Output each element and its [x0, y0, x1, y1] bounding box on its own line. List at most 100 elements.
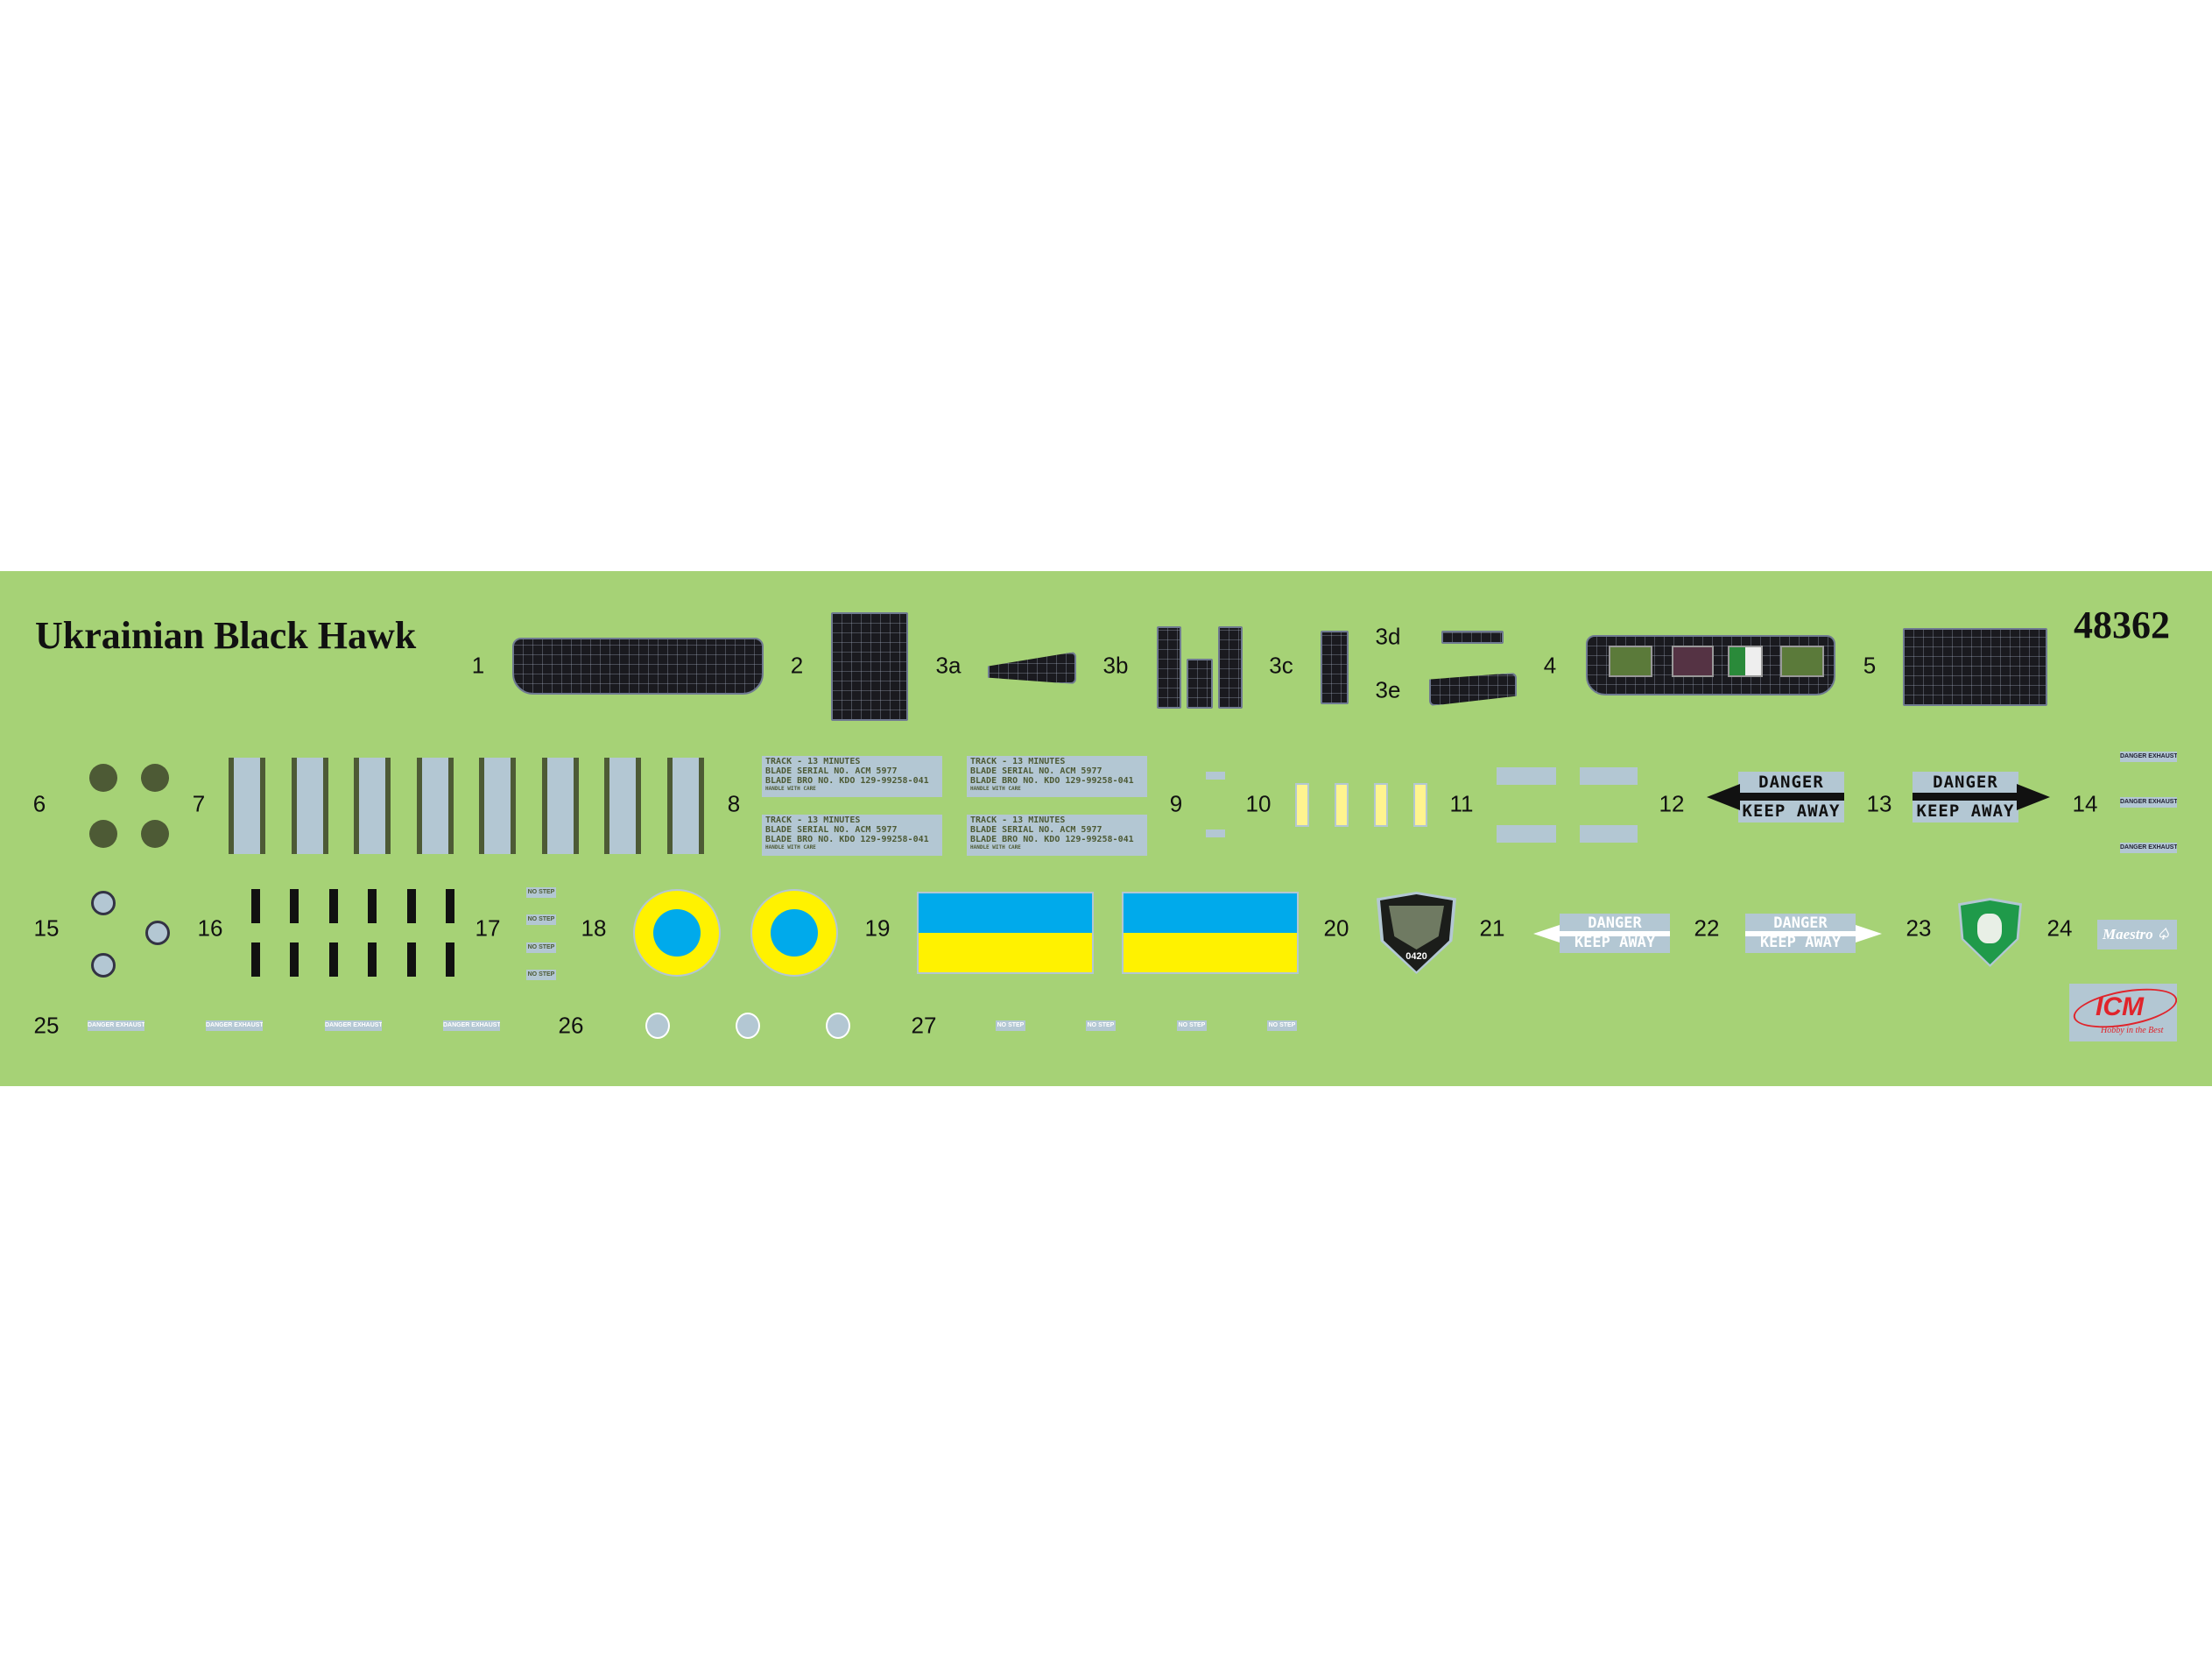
stencil-line: HANDLE WITH CARE [970, 786, 1021, 792]
decal-label-3c: 3c [1269, 652, 1293, 679]
olive-dot-decal [141, 820, 169, 848]
stencil-line: BLADE BRO NO. KDO 129-99258-041 [970, 776, 1134, 786]
keep-away-text: KEEP AWAY [1574, 934, 1656, 951]
arrow-shaft [1745, 931, 1857, 936]
stencil-line: TRACK - 13 MINUTES [765, 815, 861, 825]
yellow-stripe-decal [1413, 783, 1427, 827]
arrow-left-icon [1707, 784, 1740, 810]
walkway-strip-decal [292, 758, 328, 854]
black-bar-decal [329, 942, 338, 977]
danger-keep-away-white-left-decal: DANGER KEEP AWAY [1533, 910, 1670, 957]
sheet-title: Ukrainian Black Hawk [35, 614, 417, 657]
mfd-screen [1609, 646, 1652, 677]
mfd-screen [1728, 646, 1763, 677]
olive-dot-decal [89, 764, 117, 792]
yellow-stripe-decal [1295, 783, 1309, 827]
data-plate-decal [1580, 825, 1638, 843]
stencil-line: HANDLE WITH CARE [765, 786, 816, 792]
black-bar-decal [368, 889, 377, 923]
black-bar-decal [251, 942, 260, 977]
decal-label-1: 1 [471, 652, 485, 679]
no-step-decal: NO STEP [1177, 1020, 1207, 1031]
stencil-line: TRACK - 13 MINUTES [970, 815, 1066, 825]
ukraine-roundel-decal [750, 889, 838, 977]
small-stencil-decal [1206, 830, 1225, 837]
walkway-strip-decal [667, 758, 704, 854]
keep-away-text: KEEP AWAY [1759, 934, 1842, 951]
danger-exhaust-decal: DANGER EXHAUST [206, 1020, 263, 1031]
black-bar-decal [368, 942, 377, 977]
danger-exhaust-decal: DANGER EXHAUST [2120, 797, 2177, 808]
stencil-line: BLADE SERIAL NO. ACM 5977 [765, 766, 898, 776]
decal-label-3e: 3e [1375, 676, 1401, 703]
decal-label-26: 26 [558, 1012, 584, 1039]
danger-exhaust-decal: DANGER EXHAUST [88, 1020, 144, 1031]
decal-label-11: 11 [1449, 790, 1474, 817]
no-step-decal: NO STEP [526, 970, 556, 980]
kit-number: 48362 [2074, 604, 2170, 646]
mfd-screen [1780, 646, 1824, 677]
stencil-line: BLADE BRO NO. KDO 129-99258-041 [970, 835, 1134, 844]
data-plate-decal [1497, 825, 1556, 843]
arrow-shaft [1738, 793, 1844, 801]
no-step-decal: NO STEP [1267, 1020, 1297, 1031]
icm-tagline: Hobby in the Best [2101, 1026, 2164, 1035]
data-plate-decal [1497, 767, 1556, 785]
walkway-strip-decal [229, 758, 265, 854]
decal-label-4: 4 [1543, 652, 1557, 679]
walkway-strip-decal [604, 758, 641, 854]
black-bar-decal [251, 889, 260, 923]
walkway-strip-decal [417, 758, 454, 854]
decal-label-6: 6 [32, 790, 46, 817]
stencil-line: TRACK - 13 MINUTES [765, 757, 861, 766]
danger-text: DANGER [1758, 773, 1824, 792]
stencil-line: HANDLE WITH CARE [765, 844, 816, 851]
no-step-decal: NO STEP [526, 887, 556, 898]
flag-yellow [919, 933, 1092, 972]
no-step-decal: NO STEP [1086, 1020, 1116, 1031]
decal-label-5: 5 [1863, 652, 1877, 679]
danger-exhaust-decal: DANGER EXHAUST [2120, 843, 2177, 853]
data-plate-decal [1580, 767, 1638, 785]
no-step-decal: NO STEP [526, 914, 556, 925]
stencil-line: TRACK - 13 MINUTES [970, 757, 1066, 766]
panel-3a-decal [988, 652, 1076, 684]
ukraine-flag-decal [1122, 892, 1299, 974]
roundel-center [771, 909, 818, 957]
decal-label-25: 25 [33, 1012, 60, 1039]
decal-label-23: 23 [1906, 914, 1932, 942]
decal-label-16: 16 [197, 914, 223, 942]
keep-away-text: KEEP AWAY [1916, 801, 2015, 821]
maestro-text: Maestro [2103, 926, 2153, 942]
decal-label-12: 12 [1659, 790, 1685, 817]
panel-3b-left [1157, 626, 1181, 709]
decal-label-21: 21 [1479, 914, 1505, 942]
panel-3b-right [1218, 626, 1243, 709]
icm-text: ICM [2096, 992, 2144, 1021]
arrow-left-icon [1533, 925, 1560, 942]
ukraine-flag-decal [917, 892, 1094, 974]
black-bar-decal [446, 889, 454, 923]
arrow-right-icon [1856, 925, 1882, 942]
small-roundel-decal [736, 1013, 760, 1039]
roundel-center [653, 909, 701, 957]
decal-label-15: 15 [33, 914, 60, 942]
flag-yellow [1124, 933, 1297, 972]
decal-label-18: 18 [581, 914, 607, 942]
stencil-line: BLADE SERIAL NO. ACM 5977 [970, 766, 1102, 776]
flag-blue [1124, 893, 1297, 933]
arrow-shaft [1913, 793, 2018, 801]
decal-label-7: 7 [192, 790, 206, 817]
small-roundel-decal [645, 1013, 670, 1039]
danger-text: DANGER [1588, 914, 1642, 932]
no-step-decal: NO STEP [526, 942, 556, 953]
panel-3b-center [1187, 659, 1213, 709]
decal-label-3a: 3a [935, 652, 962, 679]
decal-label-24: 24 [2046, 914, 2073, 942]
black-bar-decal [407, 889, 416, 923]
